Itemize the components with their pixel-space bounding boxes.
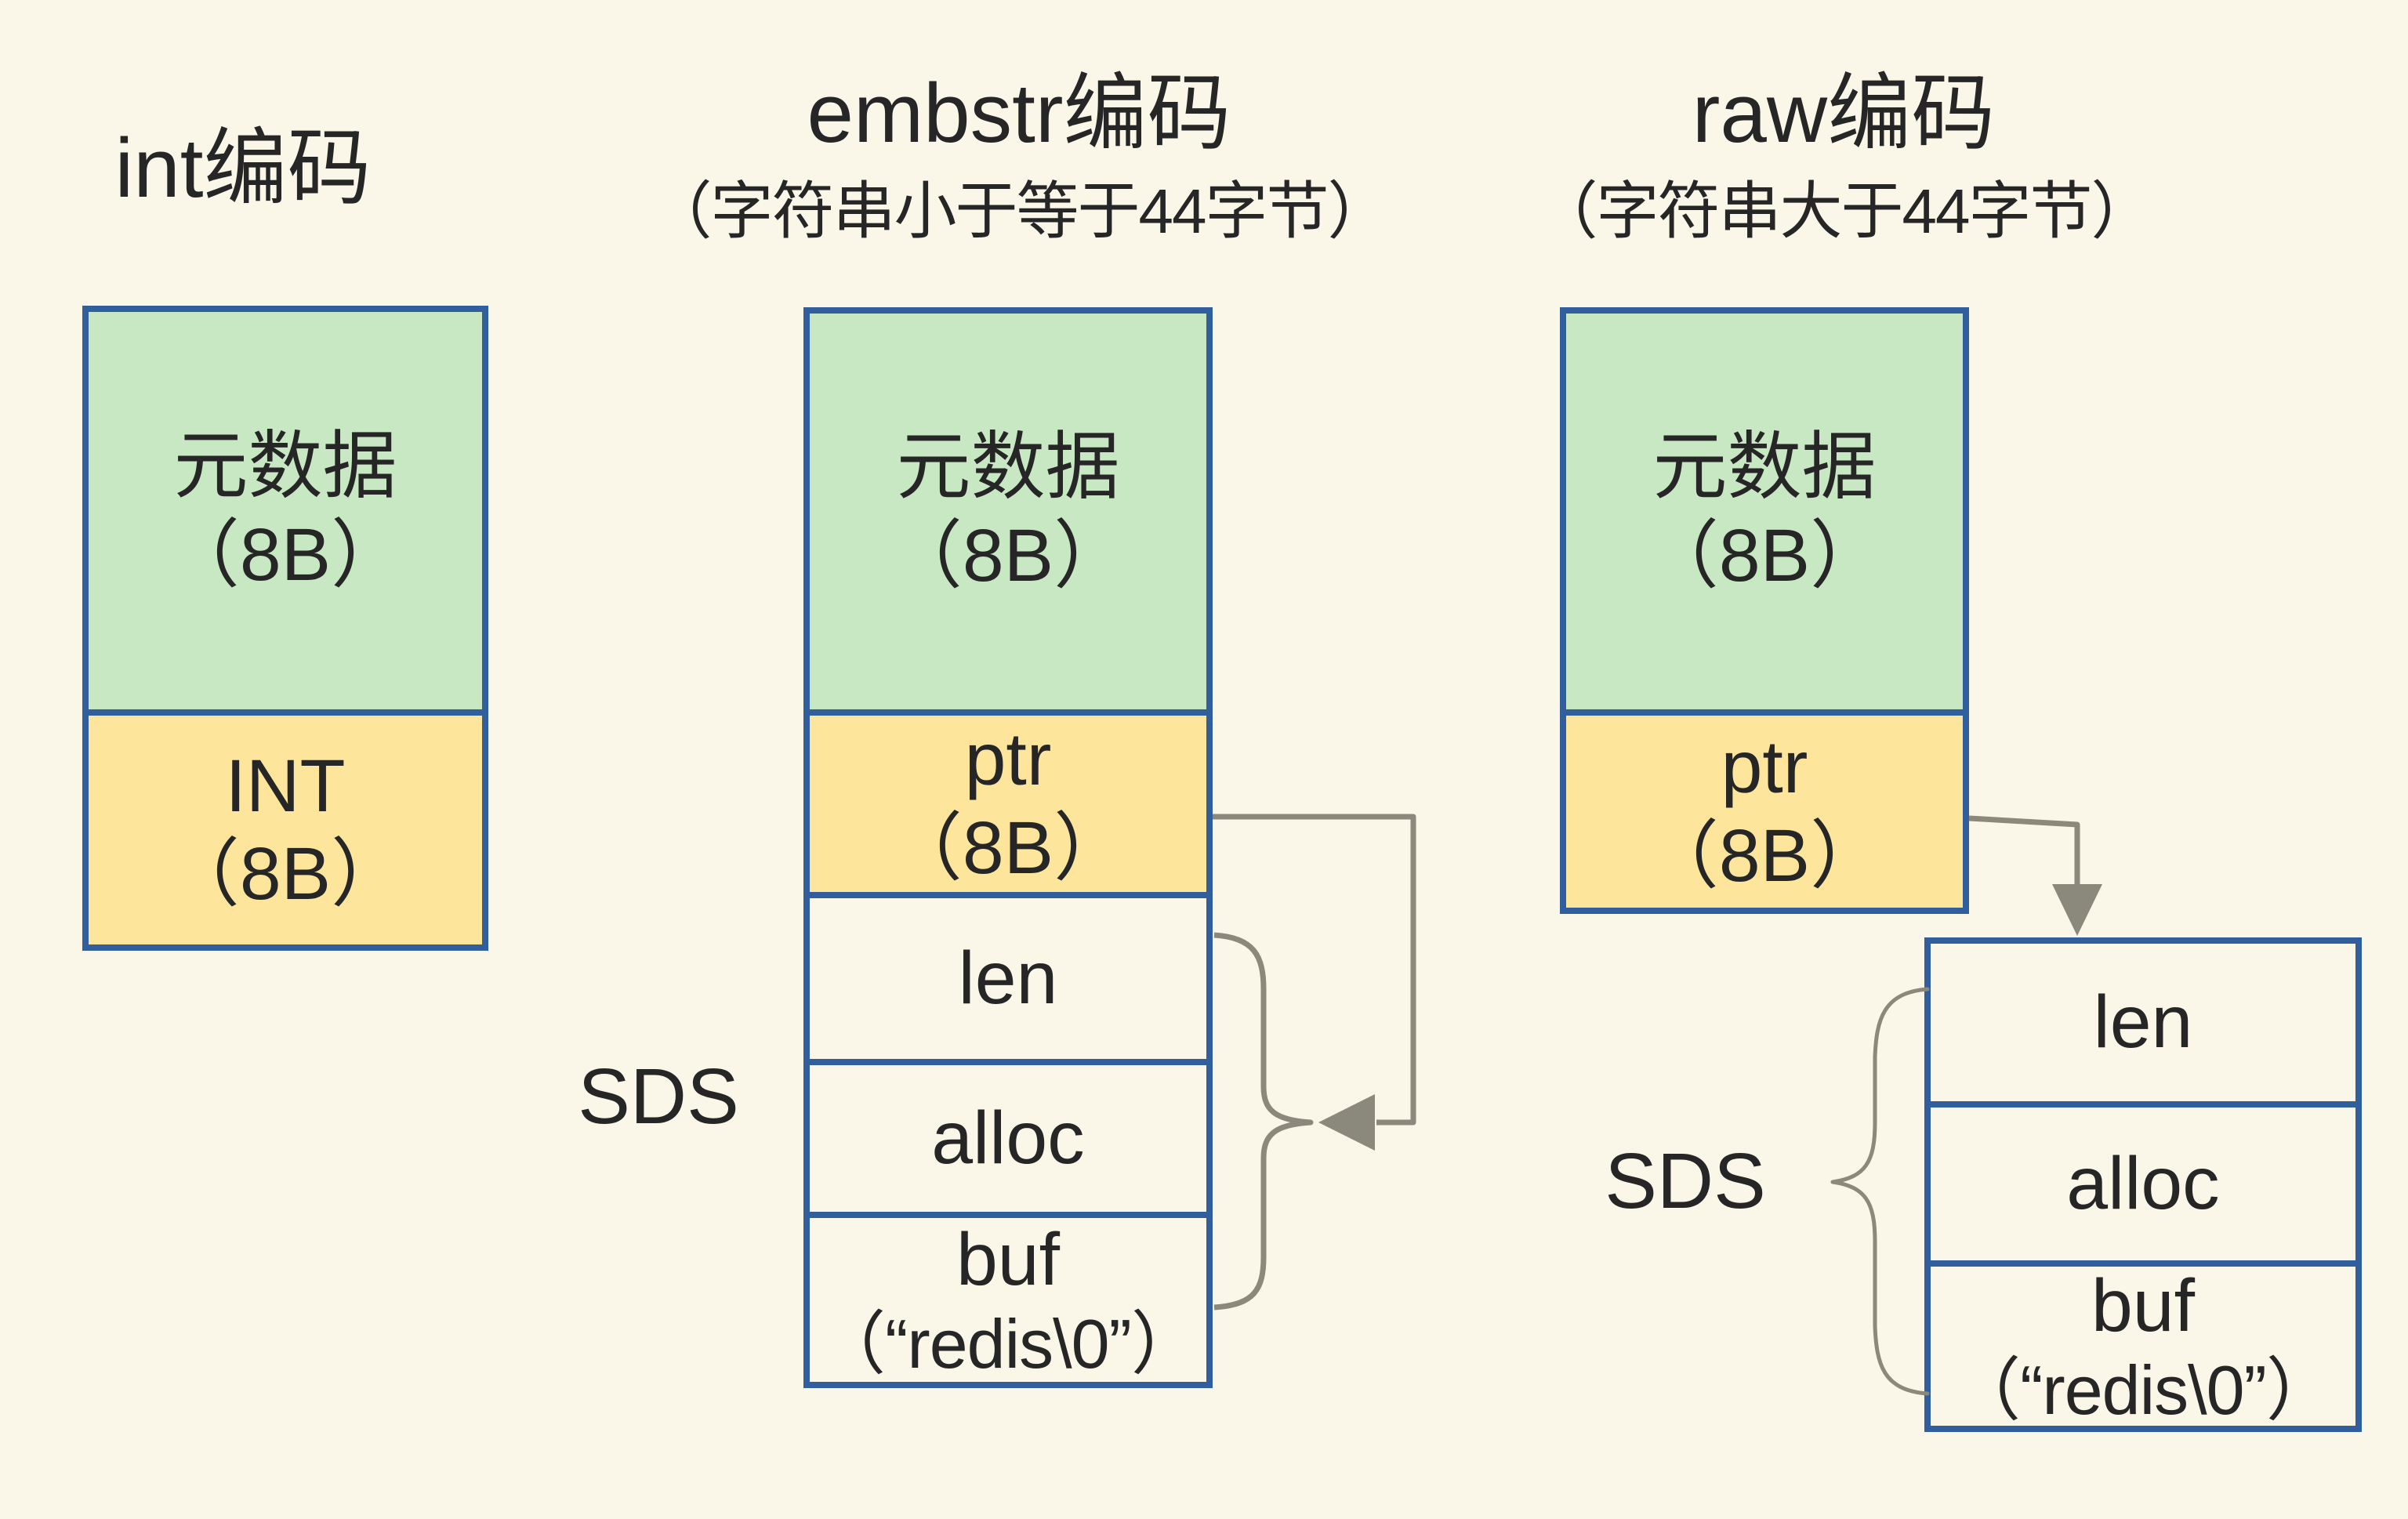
- int-metadata-cell: 元数据 （8B）: [82, 306, 488, 716]
- embstr-encoding-subtitle: （字符串小于等于44字节）: [649, 176, 1391, 246]
- raw-ptr-arrow-line: [1968, 815, 2080, 930]
- buf-value: （“redis\0”）: [817, 1304, 1200, 1383]
- raw-encoding-title: raw编码: [1692, 66, 1996, 160]
- len-label: len: [958, 937, 1058, 1021]
- int-size: （8B）: [165, 832, 406, 915]
- ptr-size: （8B）: [1644, 814, 1885, 897]
- raw-sds-label: SDS: [1605, 1137, 1766, 1225]
- len-label: len: [2093, 981, 2193, 1064]
- int-encoding-title: int编码: [114, 121, 372, 215]
- metadata-label: 元数据: [1652, 426, 1877, 509]
- buf-label: buf: [956, 1217, 1061, 1301]
- buf-value: （“redis\0”）: [1952, 1350, 2335, 1429]
- embstr-ptr-cell: ptr （8B）: [803, 709, 1213, 898]
- raw-alloc-cell: alloc: [1924, 1101, 2362, 1267]
- alloc-label: alloc: [931, 1097, 1085, 1180]
- metadata-label: 元数据: [896, 426, 1120, 509]
- raw-len-cell: len: [1924, 937, 2362, 1108]
- embstr-ptr-arrowhead-icon: [1318, 1094, 1375, 1151]
- raw-ptr-arrowhead-icon: [2052, 884, 2102, 936]
- raw-buf-cell: buf （“redis\0”）: [1924, 1260, 2362, 1432]
- embstr-encoding-title: embstr编码: [807, 66, 1231, 160]
- embstr-buf-cell: buf （“redis\0”）: [803, 1212, 1213, 1388]
- int-value-cell: INT （8B）: [82, 709, 488, 951]
- raw-metadata-cell: 元数据 （8B）: [1560, 307, 1969, 716]
- buf-label: buf: [2091, 1263, 2196, 1347]
- embstr-sds-label: SDS: [578, 1053, 739, 1140]
- embstr-sds-bracket: [1213, 932, 1314, 1311]
- embstr-len-cell: len: [803, 892, 1213, 1065]
- raw-encoding-header: raw编码 （字符串大于44字节）: [1452, 61, 2236, 252]
- ptr-label: ptr: [964, 718, 1052, 802]
- alloc-label: alloc: [2066, 1142, 2220, 1226]
- embstr-encoding-header: embstr编码 （字符串小于等于44字节）: [627, 61, 1411, 252]
- ptr-size: （8B）: [887, 806, 1129, 890]
- raw-sds-brace: [1830, 987, 1930, 1396]
- ptr-label: ptr: [1721, 726, 1808, 810]
- metadata-size: （8B）: [1644, 513, 1885, 597]
- raw-ptr-cell: ptr （8B）: [1560, 709, 1969, 914]
- metadata-label: 元数据: [173, 425, 397, 509]
- raw-encoding-subtitle: （字符串大于44字节）: [1535, 176, 2154, 246]
- embstr-ptr-arrow-line: [1213, 814, 1416, 1126]
- metadata-size: （8B）: [887, 513, 1129, 597]
- embstr-metadata-cell: 元数据 （8B）: [803, 307, 1213, 716]
- metadata-size: （8B）: [165, 513, 406, 596]
- embstr-alloc-cell: alloc: [803, 1059, 1213, 1218]
- int-label: INT: [225, 744, 346, 828]
